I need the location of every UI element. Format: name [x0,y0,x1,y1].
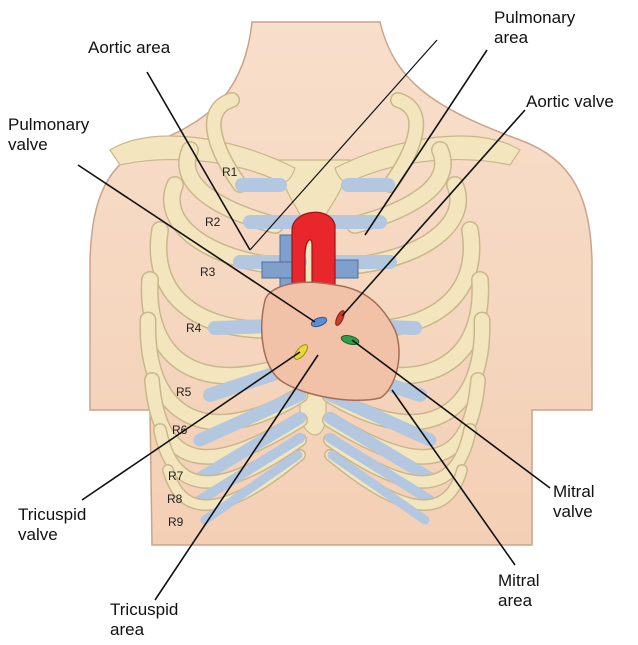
rib-label: R5 [176,385,192,399]
rib-label: R3 [200,265,216,279]
label-mitral-valve: Mitral valve [553,482,595,522]
rib-label: R2 [205,215,221,229]
rib-label: R7 [168,469,184,483]
rib-label: R4 [186,321,202,335]
rib-label: R8 [167,492,183,506]
label-aortic-area: Aortic area [88,38,170,58]
label-pulmonary-valve: Pulmonary valve [8,115,89,155]
label-pulmonary-area: Pulmonary area [494,8,575,48]
label-mitral-area: Mitral area [498,571,540,611]
rib-label: R1 [222,165,238,179]
label-tricuspid-valve: Tricuspid valve [18,505,86,545]
rib-label: R9 [168,515,184,529]
label-tricuspid-area: Tricuspid area [110,600,178,640]
label-aortic-valve: Aortic valve [526,92,614,112]
